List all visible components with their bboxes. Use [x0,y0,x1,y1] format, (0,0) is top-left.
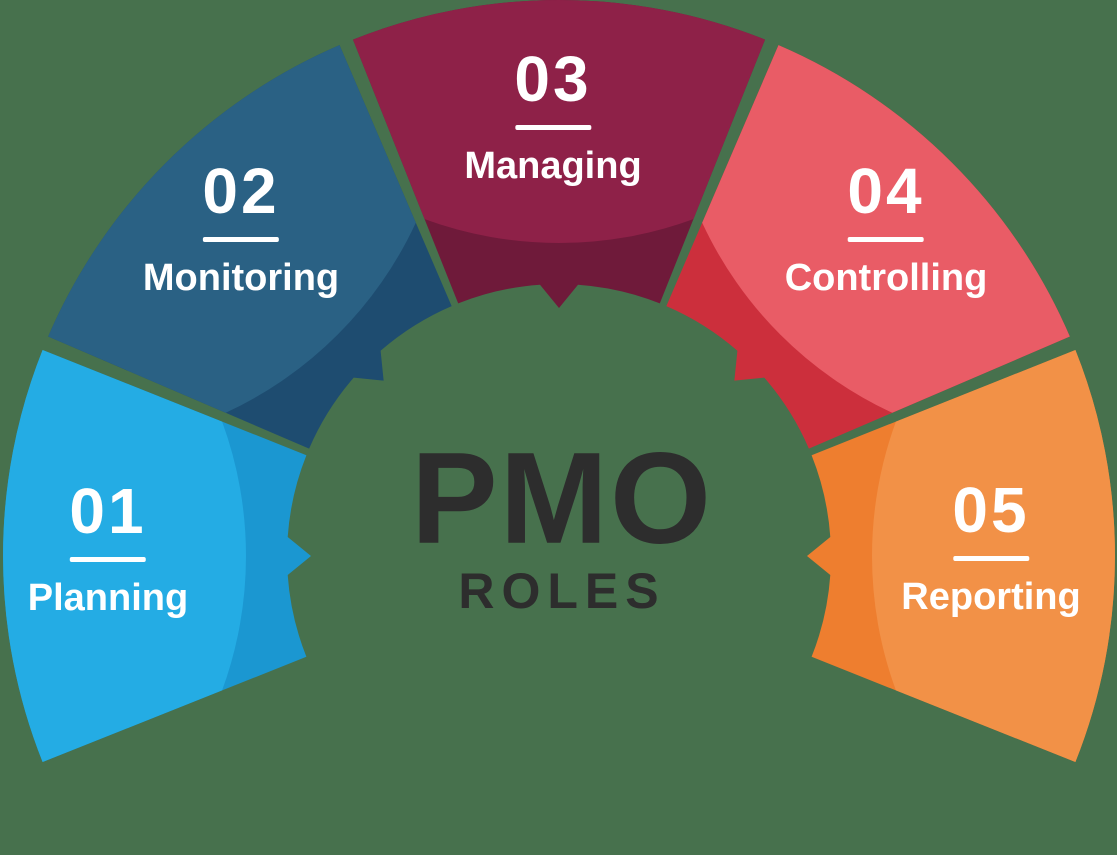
segment-monitoring-body [48,45,416,413]
segment-controlling-body [702,45,1070,413]
segment-monitoring [48,45,452,449]
segment-managing-body [353,0,765,243]
segment-managing [353,0,765,308]
segment-planning-body [3,350,246,762]
segment-planning [3,350,311,762]
segment-controlling [666,45,1070,449]
